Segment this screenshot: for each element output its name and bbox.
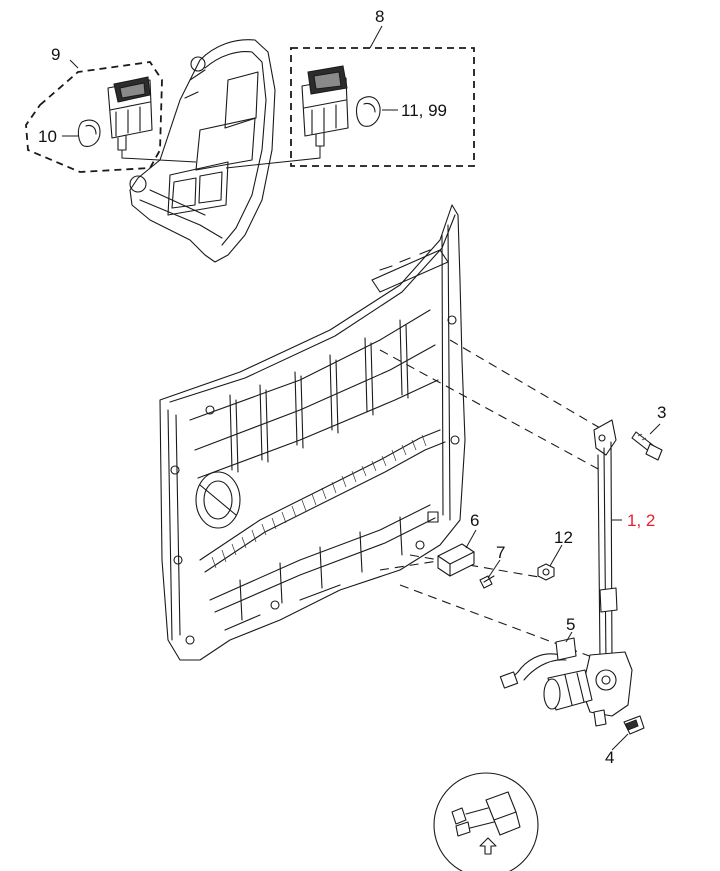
callout-5: 5 <box>566 615 575 634</box>
leader-3 <box>649 423 661 435</box>
callout-1-2: 1, 2 <box>627 511 655 530</box>
callout-12: 12 <box>554 528 573 547</box>
group-8-outline <box>290 47 475 167</box>
part-6-pad <box>437 543 475 577</box>
callout-9: 9 <box>51 45 60 64</box>
group-9-outline <box>25 61 163 173</box>
window-regulator <box>499 419 645 735</box>
callout-11-99: 11, 99 <box>401 101 447 120</box>
callout-8: 8 <box>375 7 384 26</box>
callout-4: 4 <box>605 748 614 767</box>
nut-12 <box>537 563 555 581</box>
callout-10: 10 <box>38 127 57 146</box>
leader-6 <box>465 529 477 549</box>
clip-11-99 <box>355 96 398 127</box>
callout-3: 3 <box>657 403 666 422</box>
window-switch-8 <box>225 65 349 169</box>
bolt-3 <box>631 431 663 461</box>
detail-view-inset <box>433 772 539 871</box>
door-inner-panel <box>159 204 466 661</box>
leader-9 <box>69 59 79 69</box>
callout-7: 7 <box>496 543 505 562</box>
leader-4 <box>611 733 629 751</box>
leader-5 <box>565 631 573 643</box>
leader-12 <box>549 544 563 567</box>
leader-8 <box>369 25 383 49</box>
clip-10 <box>62 119 101 147</box>
switch-bezel-panel <box>129 39 276 263</box>
window-switch-9 <box>107 76 197 163</box>
leader-7 <box>487 559 501 579</box>
screw-7 <box>479 575 495 589</box>
callout-6: 6 <box>470 511 479 530</box>
